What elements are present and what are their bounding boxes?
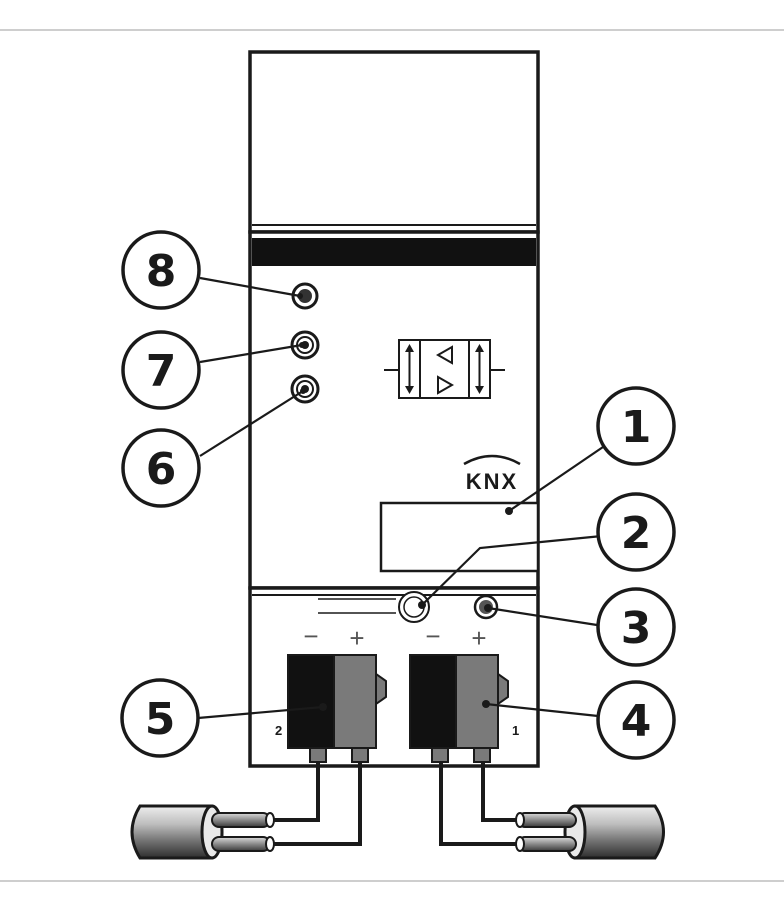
polarity-plus-left: + [349, 623, 364, 653]
terminal-label-1: 1 [512, 723, 519, 738]
housing-top-section [250, 52, 538, 232]
callout-5-label: 5 [145, 694, 176, 745]
bus-terminal-2: 2 [275, 655, 386, 762]
polarity-minus-left: − [303, 621, 318, 651]
callout-5: 5 [122, 680, 198, 756]
bus-cable-left [132, 806, 274, 858]
terminal-label-2: 2 [275, 723, 282, 738]
callout-6: 6 [123, 430, 199, 506]
label-strip [252, 238, 536, 266]
callout-7-label: 7 [146, 346, 177, 397]
callout-3: 3 [598, 589, 674, 665]
callout-4: 4 [598, 682, 674, 758]
callout-3-label: 3 [621, 603, 652, 654]
callout-1-label: 1 [621, 402, 652, 453]
polarity-plus-right: + [471, 623, 486, 653]
callout-2-label: 2 [621, 508, 652, 559]
callout-1: 1 [598, 388, 674, 464]
callout-6-label: 6 [146, 444, 177, 495]
callout-2: 2 [598, 494, 674, 570]
label-window [381, 503, 538, 571]
bus-wires [270, 762, 530, 844]
callout-8-label: 8 [146, 246, 177, 297]
callout-8: 8 [123, 232, 199, 308]
polarity-minus-right: − [425, 621, 440, 651]
knx-logo-text: KNX [466, 469, 518, 494]
callout-4-label: 4 [621, 696, 652, 747]
callout-7: 7 [123, 332, 199, 408]
bus-cable-right [516, 806, 664, 858]
